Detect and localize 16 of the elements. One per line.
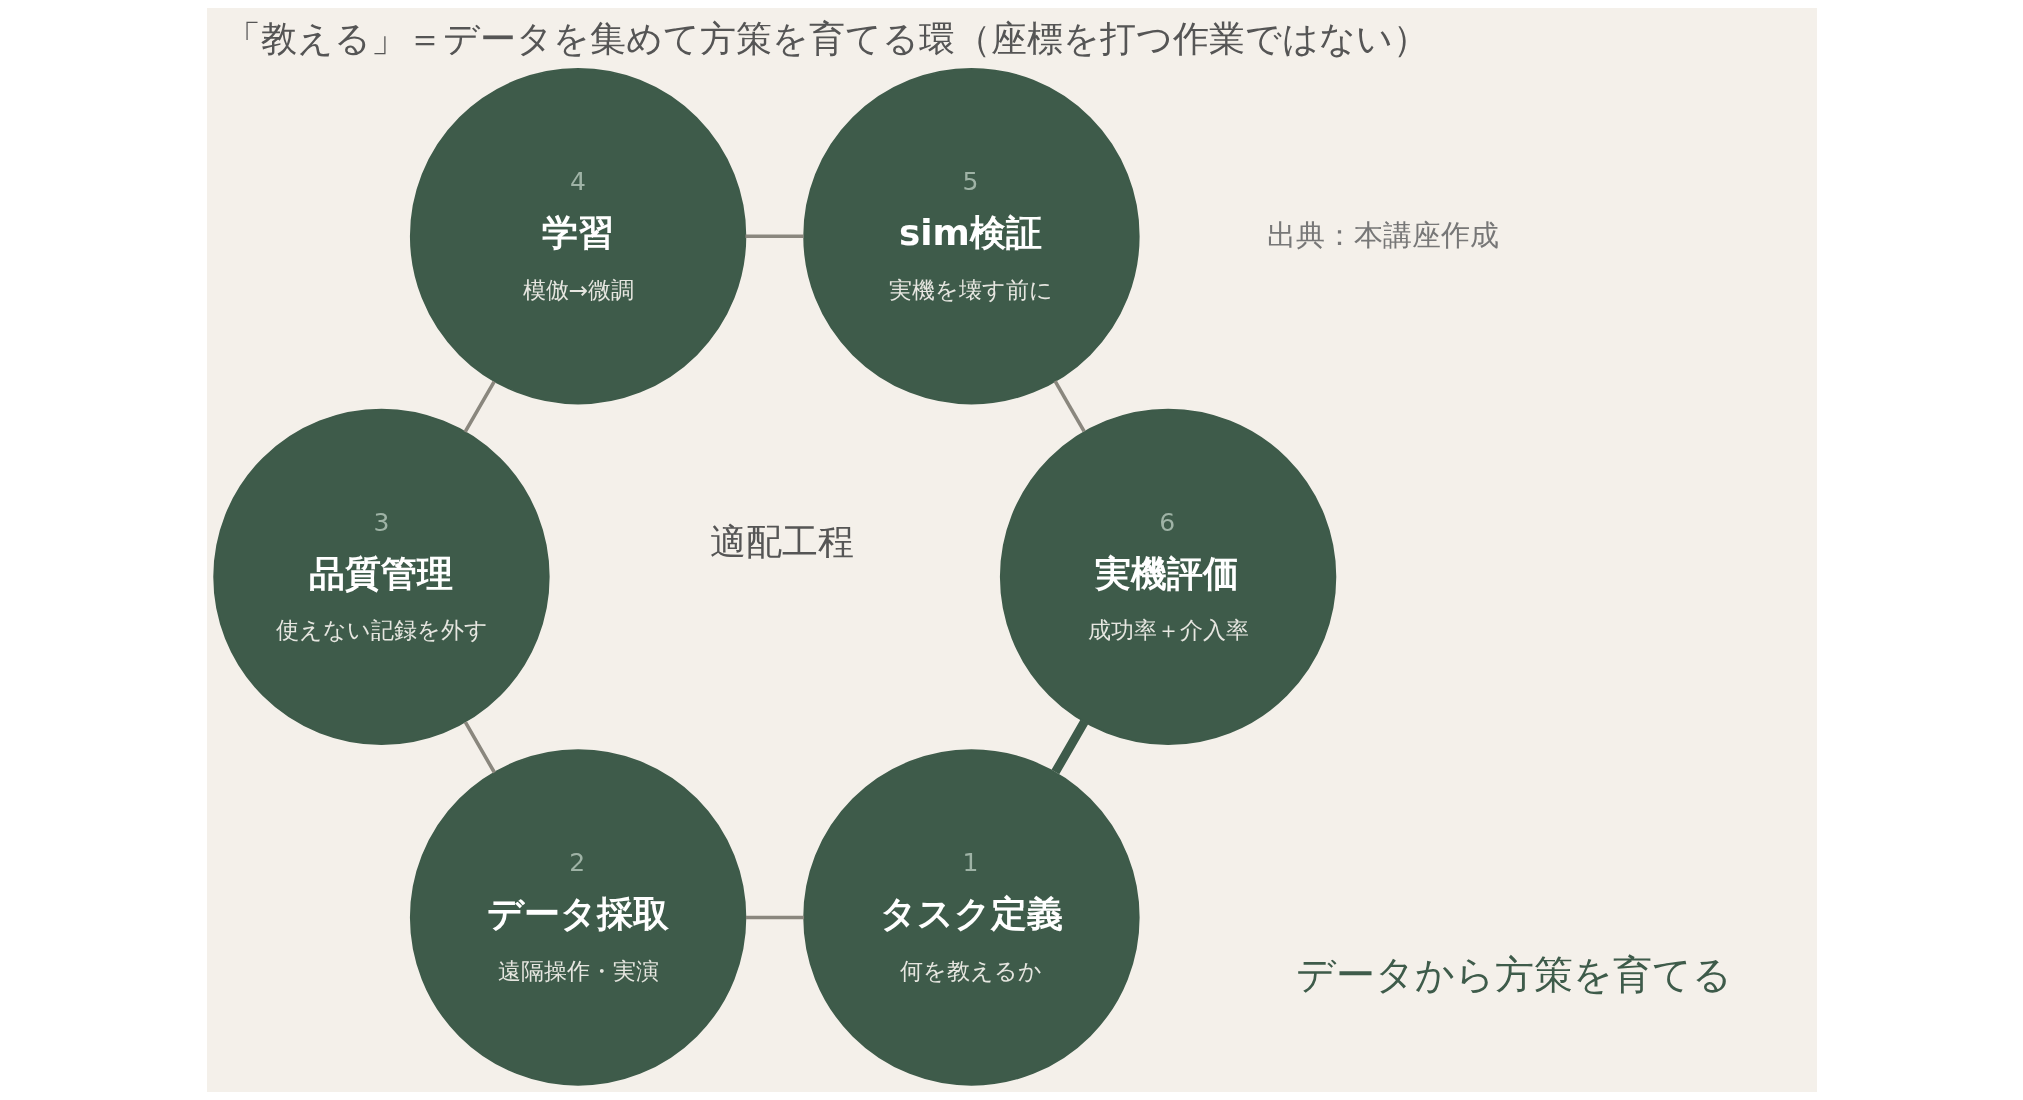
node-circle: 2 データ採取 遠隔操作・実演 bbox=[409, 749, 746, 1086]
connector bbox=[745, 234, 804, 238]
node-circle: 3 品質管理 使えない記録を外す bbox=[212, 408, 550, 746]
node-circle: 5 sim検証 実機を壊す前に bbox=[802, 68, 1140, 405]
node-circle: 6 実機評価 成功率＋介入率 bbox=[999, 408, 1336, 746]
node-circle: 1 タスク定義 何を教えるか bbox=[802, 749, 1140, 1086]
connector bbox=[463, 721, 496, 774]
label: 適配工程 bbox=[709, 520, 854, 562]
connector bbox=[745, 915, 804, 920]
connector bbox=[1053, 380, 1086, 433]
connector bbox=[1050, 719, 1088, 775]
label: データから方策を育てる bbox=[1295, 950, 1732, 997]
connector bbox=[463, 380, 496, 433]
caption: 出典：本講座作成 bbox=[1266, 218, 1499, 253]
diagram-title: 「教える」＝データを集めて方策を育てる環（座標を打つ作業ではない） bbox=[224, 18, 1429, 60]
node-circle: 4 学習 模倣→微調 bbox=[409, 68, 746, 405]
